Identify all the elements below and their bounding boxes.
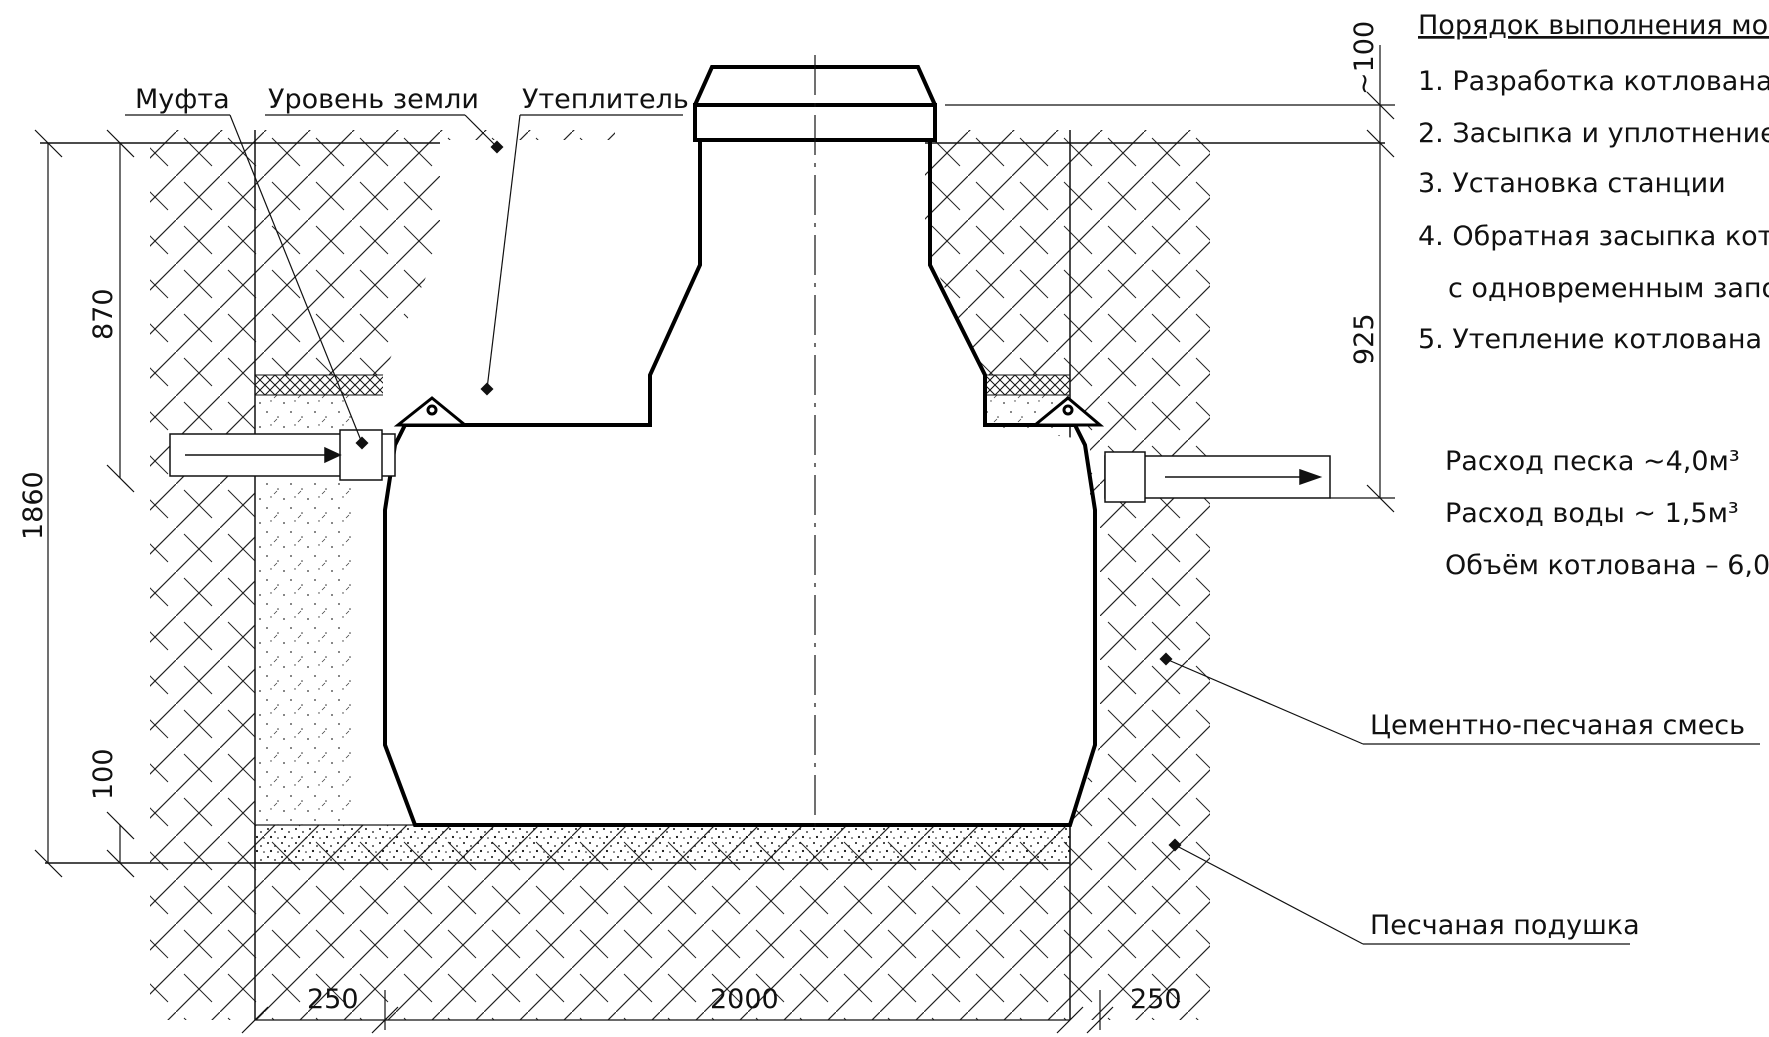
notes-title: Порядок выполнения монтаж bbox=[1418, 10, 1769, 41]
label-coupling: Муфта bbox=[135, 84, 230, 115]
dim-100-bottom: 100 bbox=[88, 748, 119, 800]
consumption-pit: Объём котлована – 6,0м³ bbox=[1445, 550, 1769, 581]
notes-step1: 1. Разработка котлована 25 bbox=[1418, 66, 1769, 97]
notes-step2: 2. Засыпка и уплотнение пе bbox=[1418, 118, 1769, 149]
dim-neck-100: ~100 bbox=[1349, 21, 1380, 95]
sand-cushion bbox=[254, 824, 1071, 864]
outlet-pipe bbox=[1104, 451, 1331, 503]
label-insulation: Утеплитель bbox=[522, 84, 689, 115]
station-tank bbox=[383, 70, 1100, 825]
notes-step4: 4. Обратная засыпка котлов bbox=[1418, 221, 1769, 252]
dim-250-left: 250 bbox=[307, 984, 359, 1015]
label-sand-cushion: Песчаная подушка bbox=[1370, 910, 1640, 941]
leaders bbox=[125, 114, 1760, 945]
dimension-lines bbox=[34, 45, 1395, 1034]
consumption-water: Расход воды ~ 1,5м³ bbox=[1445, 498, 1739, 529]
dim-925: 925 bbox=[1349, 313, 1380, 365]
lug-left bbox=[393, 396, 470, 427]
insulation-right bbox=[984, 374, 1071, 396]
notes-step4b: с одновременным заполне bbox=[1448, 273, 1769, 304]
dim-870: 870 bbox=[88, 288, 119, 340]
dim-250-right: 250 bbox=[1130, 984, 1182, 1015]
lug-right bbox=[1030, 396, 1105, 427]
consumption-sand: Расход песка ~4,0м³ bbox=[1445, 446, 1740, 477]
dim-1860: 1860 bbox=[18, 471, 49, 540]
dim-2000: 2000 bbox=[710, 984, 779, 1015]
notes-step3: 3. Установка станции bbox=[1418, 168, 1726, 199]
label-ground-level: Уровень земли bbox=[268, 84, 479, 115]
label-cement-sand: Цементно-песчаная смесь bbox=[1370, 710, 1745, 741]
notes-step5: 5. Утепление котлована bbox=[1418, 324, 1762, 355]
